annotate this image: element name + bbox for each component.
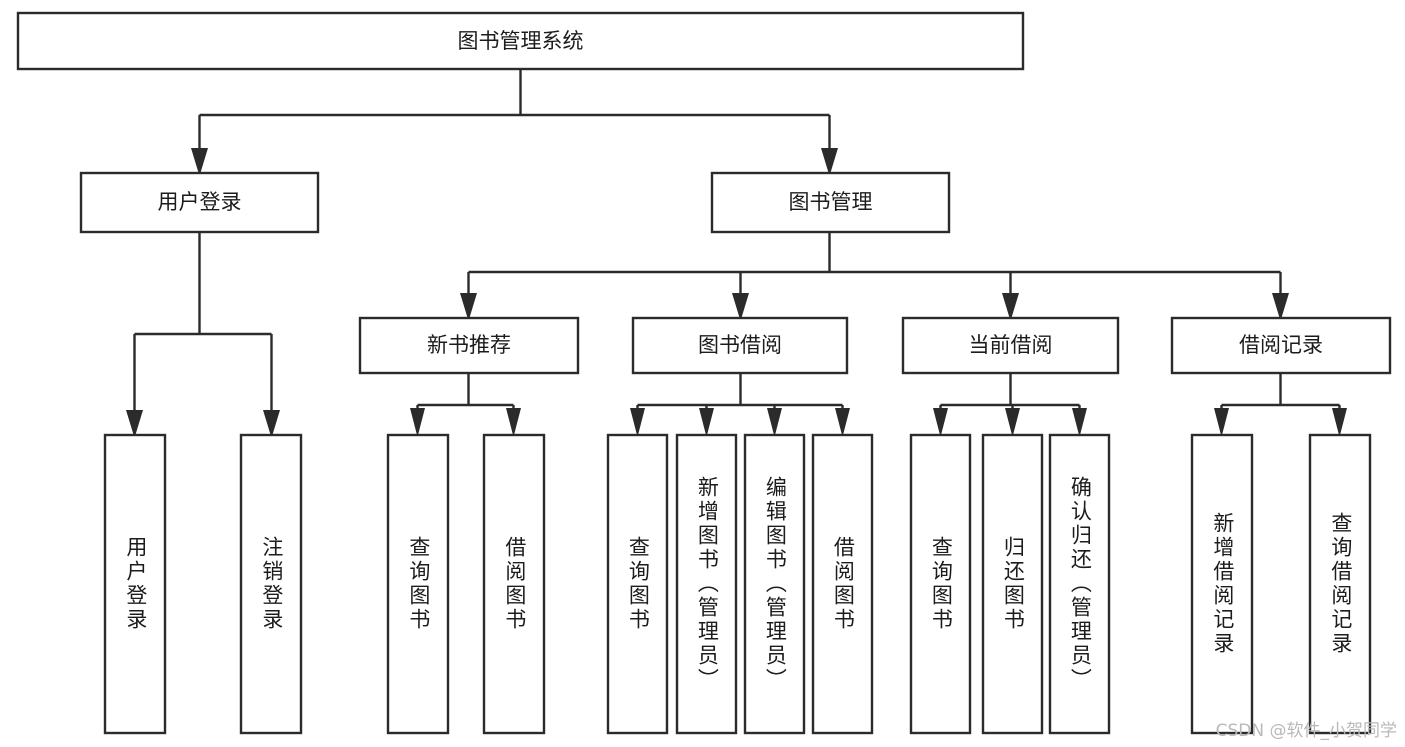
arrowhead-icon <box>1005 408 1020 437</box>
arrowhead-icon <box>410 408 425 437</box>
leaf-label-wrap: 编辑图书（管理员） <box>745 435 804 733</box>
leaf-box-query-borrow-record[interactable] <box>1308 433 1372 735</box>
arrowhead-icon <box>821 148 838 176</box>
arrowhead-icon <box>263 410 280 438</box>
leaf-box-query-book-current[interactable] <box>909 433 972 735</box>
leaf-label-wrap: 用户登录 <box>105 435 165 733</box>
leaf-label-edit-book-admin: 编辑图书（管理员） <box>763 476 788 692</box>
leaf-label-wrap: 查询图书 <box>608 435 667 733</box>
leaf-label-wrap: 借阅图书 <box>813 435 872 733</box>
csdn-watermark: CSDN @软件_小贺同学 <box>1215 721 1397 741</box>
node-borrow-record-box[interactable] <box>1170 316 1392 375</box>
leaf-label-wrap: 新增借阅记录 <box>1192 435 1252 733</box>
leaf-label-borrow-book-newbook: 借阅图书 <box>502 536 527 632</box>
leaf-label-user-logout: 注销登录 <box>259 536 284 632</box>
leaf-box-user-logout[interactable] <box>239 433 303 735</box>
leaf-label-wrap: 确认归还（管理员） <box>1050 435 1109 733</box>
arrowhead-icon <box>1072 408 1087 437</box>
node-book-mgmt-box[interactable] <box>710 171 951 234</box>
node-borrow-record-label: 借阅记录 <box>1239 333 1323 357</box>
leaf-box-query-book-borrow[interactable] <box>606 433 669 735</box>
node-current-borrow-box[interactable] <box>901 316 1120 375</box>
leaf-label-add-book-admin: 新增图书（管理员） <box>695 476 720 692</box>
arrowhead-icon <box>460 293 477 321</box>
leaf-box-query-book-newbook[interactable] <box>386 433 450 735</box>
leaf-box-edit-book-admin[interactable] <box>743 433 806 735</box>
leaf-label-wrap: 查询借阅记录 <box>1310 435 1370 733</box>
leaf-label-wrap: 借阅图书 <box>484 435 544 733</box>
leaf-label-wrap: 归还图书 <box>983 435 1042 733</box>
leaf-box-borrow-book-newbook[interactable] <box>482 433 546 735</box>
arrowhead-icon <box>699 408 714 437</box>
arrowhead-icon <box>126 410 143 438</box>
leaf-label-confirm-return-admin: 确认归还（管理员） <box>1068 476 1093 692</box>
leaf-label-query-book-newbook: 查询图书 <box>406 536 431 632</box>
leaf-box-user-login[interactable] <box>103 433 167 735</box>
arrowhead-icon <box>191 148 208 176</box>
leaf-label-query-borrow-record: 查询借阅记录 <box>1328 512 1353 656</box>
leaf-box-borrow-book[interactable] <box>811 433 874 735</box>
node-book-borrow-label: 图书借阅 <box>698 333 782 357</box>
leaf-label-query-book-current: 查询图书 <box>929 536 954 632</box>
arrowhead-icon <box>1332 408 1347 437</box>
arrowhead-icon <box>1214 408 1229 437</box>
leaf-label-borrow-book: 借阅图书 <box>831 536 856 632</box>
node-book-borrow-box[interactable] <box>631 316 849 375</box>
node-new-book-box[interactable] <box>358 316 580 375</box>
node-current-borrow-label: 当前借阅 <box>969 333 1053 357</box>
leaf-label-return-book: 归还图书 <box>1001 536 1026 632</box>
leaf-label-wrap: 新增图书（管理员） <box>677 435 736 733</box>
node-layer: 图书管理系统 用户登录 图书管理 新书推荐 图书借阅 当前借阅 借阅记录 <box>16 11 1392 735</box>
leaf-box-add-book-admin[interactable] <box>675 433 738 735</box>
arrowhead-icon <box>835 408 850 437</box>
node-new-book-label: 新书推荐 <box>427 333 511 357</box>
arrowhead-layer <box>126 148 1347 438</box>
arrowhead-icon <box>767 408 782 437</box>
leaf-label-query-book-borrow: 查询图书 <box>626 536 651 632</box>
leaf-label-wrap: 查询图书 <box>911 435 970 733</box>
leaf-box-add-borrow-record[interactable] <box>1190 433 1254 735</box>
node-root-box[interactable] <box>16 11 1025 71</box>
arrowhead-icon <box>1002 293 1019 321</box>
arrowhead-icon <box>933 408 948 437</box>
arrowhead-icon <box>630 408 645 437</box>
node-user-login-box[interactable] <box>79 171 320 234</box>
node-user-login-label: 用户登录 <box>158 190 242 214</box>
node-root-label: 图书管理系统 <box>458 29 584 53</box>
leaf-label-wrap: 查询图书 <box>388 435 448 733</box>
leaf-label-user-login: 用户登录 <box>123 536 148 632</box>
leaf-box-confirm-return-admin[interactable] <box>1048 433 1111 735</box>
arrowhead-icon <box>506 408 521 437</box>
node-book-mgmt-label: 图书管理 <box>789 190 873 214</box>
leaf-label-wrap: 注销登录 <box>241 435 301 733</box>
arrowhead-icon <box>1272 293 1289 321</box>
leaf-label-add-borrow-record: 新增借阅记录 <box>1210 512 1235 656</box>
leaf-box-return-book[interactable] <box>981 433 1044 735</box>
arrowhead-icon <box>732 293 749 321</box>
